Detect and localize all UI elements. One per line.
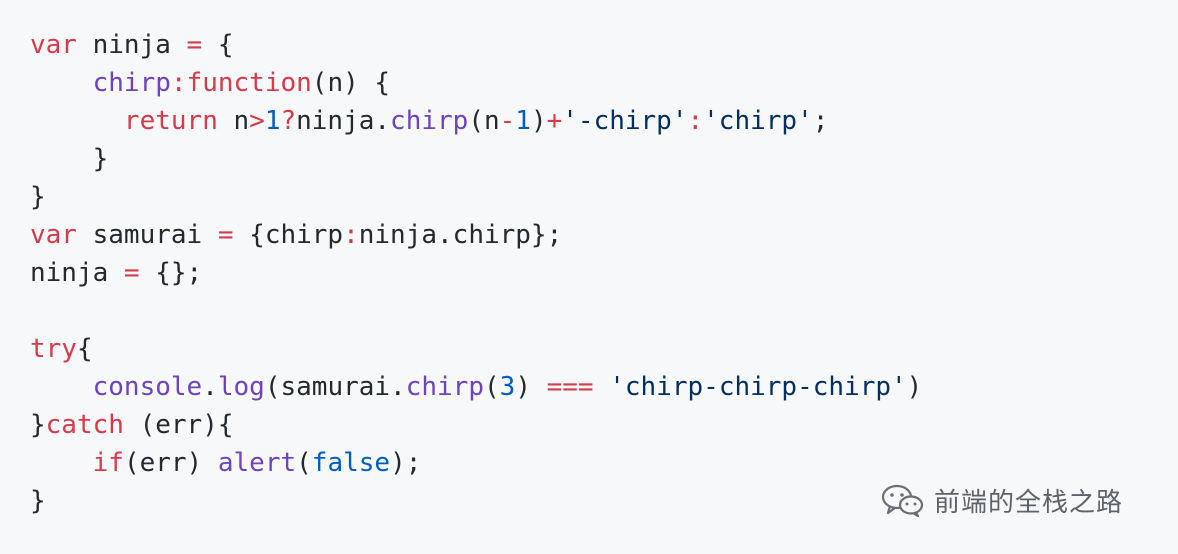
code-token: console bbox=[92, 372, 203, 402]
code-token: + bbox=[546, 106, 563, 136]
code-token: 1 bbox=[515, 106, 531, 136]
code-line: var samurai = {chirp:ninja.chirp}; bbox=[30, 216, 1130, 254]
code-token: = bbox=[123, 258, 140, 288]
watermark-text: 前端的全栈之路 bbox=[934, 487, 1124, 518]
code-token: (n) { bbox=[311, 68, 391, 98]
code-token: (err) bbox=[123, 448, 218, 478]
code-token: ; bbox=[812, 106, 829, 136]
code-token: alert bbox=[217, 448, 297, 478]
code-token: chirp bbox=[92, 68, 171, 98]
code-token: : bbox=[170, 68, 187, 98]
code-token: ( bbox=[296, 448, 312, 478]
code-line: var ninja = { bbox=[30, 26, 1130, 64]
code-line: } bbox=[30, 178, 1130, 216]
code-token: (samurai. bbox=[264, 372, 406, 402]
code-token: { bbox=[76, 334, 93, 364]
code-token: function bbox=[186, 68, 312, 98]
code-token bbox=[30, 448, 93, 478]
code-token: (n bbox=[468, 106, 500, 136]
code-token: ) bbox=[906, 372, 923, 402]
code-line: if(err) alert(false); bbox=[30, 444, 1130, 482]
code-line: }catch (err){ bbox=[30, 406, 1130, 444]
code-token: ) bbox=[515, 372, 547, 402]
code-token bbox=[30, 372, 93, 402]
code-token: } bbox=[30, 410, 46, 440]
code-line: } bbox=[30, 482, 1130, 520]
code-token: var bbox=[30, 220, 77, 250]
code-token: log bbox=[217, 372, 265, 402]
code-token: = bbox=[217, 220, 234, 250]
code-token: } bbox=[30, 144, 109, 174]
code-line: ninja = {}; bbox=[30, 254, 1130, 292]
code-token: : bbox=[343, 220, 359, 250]
code-token: { bbox=[202, 30, 234, 60]
code-token: ) bbox=[530, 106, 547, 136]
code-line: return n>1?ninja.chirp(n-1)+'-chirp':'ch… bbox=[30, 102, 1130, 140]
code-token: > bbox=[249, 106, 265, 136]
code-token: ninja bbox=[30, 258, 124, 288]
code-token: ); bbox=[390, 448, 422, 478]
code-token: if bbox=[92, 448, 124, 478]
code-line: } bbox=[30, 140, 1130, 178]
code-line: console.log(samurai.chirp(3) === 'chirp-… bbox=[30, 368, 1130, 406]
code-token bbox=[30, 68, 93, 98]
code-token: '-chirp' bbox=[562, 106, 688, 136]
code-token bbox=[594, 372, 610, 402]
code-token: ? bbox=[280, 106, 297, 136]
code-token: ninja bbox=[76, 30, 187, 60]
code-token: n bbox=[217, 106, 250, 136]
code-token: false bbox=[311, 448, 391, 478]
code-token: 3 bbox=[499, 372, 516, 402]
code-token: ( bbox=[484, 372, 500, 402]
code-token: (err){ bbox=[123, 410, 234, 440]
code-token: === bbox=[546, 372, 594, 402]
code-line: chirp:function(n) { bbox=[30, 64, 1130, 102]
code-token: } bbox=[30, 182, 46, 212]
code-token: : bbox=[687, 106, 704, 136]
code-token: chirp bbox=[390, 106, 469, 136]
code-token: . bbox=[202, 372, 218, 402]
code-token: {chirp bbox=[233, 220, 344, 250]
code-token: 'chirp-chirp-chirp' bbox=[609, 372, 907, 402]
code-token: catch bbox=[45, 410, 124, 440]
code-token: {}; bbox=[139, 258, 203, 288]
wechat-icon bbox=[881, 484, 924, 517]
code-token: - bbox=[499, 106, 516, 136]
code-token: ninja. bbox=[296, 106, 391, 136]
code-token: 'chirp' bbox=[703, 106, 813, 136]
code-token: } bbox=[30, 486, 46, 516]
code-token: = bbox=[186, 30, 203, 60]
code-line bbox=[30, 292, 1130, 330]
code-token: ninja.chirp}; bbox=[358, 220, 563, 250]
code-token: samurai bbox=[76, 220, 218, 250]
code-token: var bbox=[30, 30, 77, 60]
code-token: chirp bbox=[405, 372, 484, 402]
code-block: var ninja = { chirp:function(n) { return… bbox=[30, 26, 1130, 520]
watermark: 前端的全栈之路 bbox=[880, 480, 1123, 520]
code-token bbox=[30, 106, 124, 136]
code-token: 1 bbox=[264, 106, 281, 136]
code-token: try bbox=[30, 334, 77, 364]
code-line: try{ bbox=[30, 330, 1130, 368]
code-token: return bbox=[123, 106, 218, 136]
